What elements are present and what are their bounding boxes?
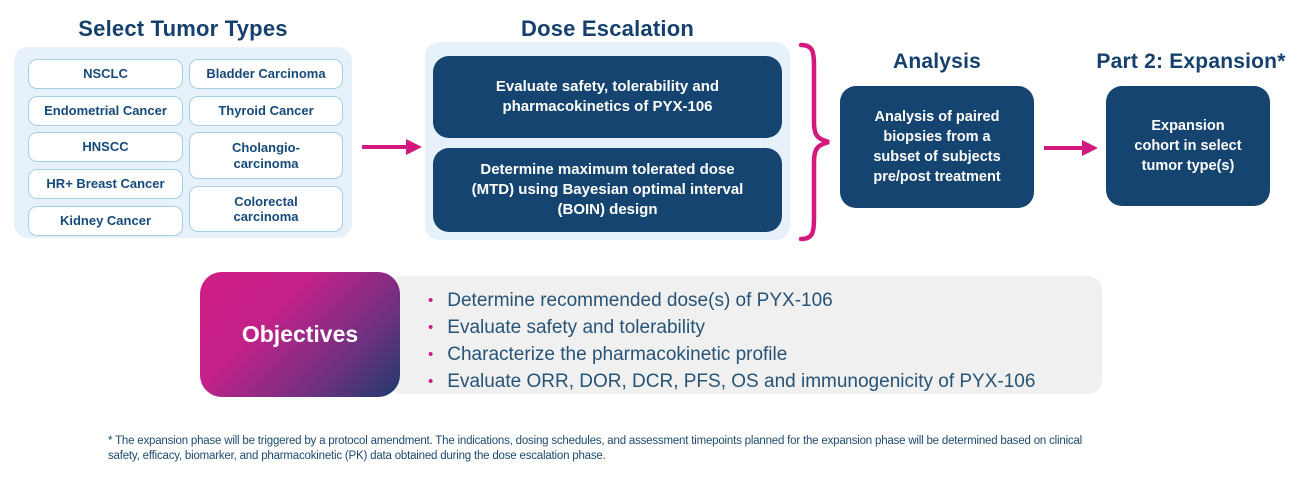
bullet-icon: • — [428, 373, 434, 390]
analysis-box: Analysis of paired biopsies from a subse… — [840, 86, 1034, 208]
tumor-type-cholangiocarcinoma: Cholangio- carcinoma — [189, 132, 343, 179]
objectives-label: Objectives — [241, 321, 359, 347]
objective-item: • Determine recommended dose(s) of PYX-1… — [428, 288, 1102, 315]
analysis-section-title: Analysis — [893, 50, 981, 73]
tumor-type-hnscc: HNSCC — [28, 132, 183, 162]
objectives-panel: • Determine recommended dose(s) of PYX-1… — [388, 276, 1102, 394]
objective-text: Evaluate safety and tolerability — [447, 317, 705, 338]
brace-icon — [798, 42, 830, 242]
dose-box-mtd: Determine maximum tolerated dose (MTD) u… — [433, 148, 782, 232]
flow-arrow-icon — [1044, 140, 1098, 156]
objective-text: Evaluate ORR, DOR, DCR, PFS, OS and immu… — [447, 371, 1036, 392]
flow-arrow-icon — [362, 139, 422, 155]
tumor-type-hr-breast: HR+ Breast Cancer — [28, 169, 183, 199]
bullet-icon: • — [428, 319, 434, 336]
tumor-type-colorectal: Colorectal carcinoma — [189, 186, 343, 232]
dose-section-title: Dose Escalation — [521, 16, 694, 41]
tumor-type-thyroid: Thyroid Cancer — [189, 96, 343, 126]
dose-escalation-panel: Evaluate safety, tolerability and pharma… — [425, 42, 790, 240]
dose-box-safety: Evaluate safety, tolerability and pharma… — [433, 56, 782, 138]
bullet-icon: • — [428, 346, 434, 363]
bullet-icon: • — [428, 292, 434, 309]
objective-text: Determine recommended dose(s) of PYX-106 — [447, 290, 833, 311]
objective-item: • Characterize the pharmacokinetic profi… — [428, 342, 1102, 369]
tumor-type-bladder: Bladder Carcinoma — [189, 59, 343, 89]
tumor-type-kidney: Kidney Cancer — [28, 206, 183, 236]
tumor-type-nsclc: NSCLC — [28, 59, 183, 89]
objective-item: • Evaluate safety and tolerability — [428, 315, 1102, 342]
tumor-section-title: Select Tumor Types — [78, 16, 288, 41]
objectives-list: • Determine recommended dose(s) of PYX-1… — [388, 276, 1102, 396]
tumor-types-panel: NSCLC Endometrial Cancer HNSCC HR+ Breas… — [14, 47, 352, 238]
objective-text: Characterize the pharmacokinetic profile — [447, 344, 788, 365]
expansion-box: Expansion cohort in select tumor type(s) — [1106, 86, 1270, 206]
objective-item: • Evaluate ORR, DOR, DCR, PFS, OS and im… — [428, 369, 1102, 396]
tumor-type-endometrial: Endometrial Cancer — [28, 96, 183, 126]
objectives-label-box: Objectives — [200, 272, 400, 397]
footnote: * The expansion phase will be triggered … — [108, 435, 1083, 463]
expansion-section-title: Part 2: Expansion* — [1096, 50, 1286, 73]
